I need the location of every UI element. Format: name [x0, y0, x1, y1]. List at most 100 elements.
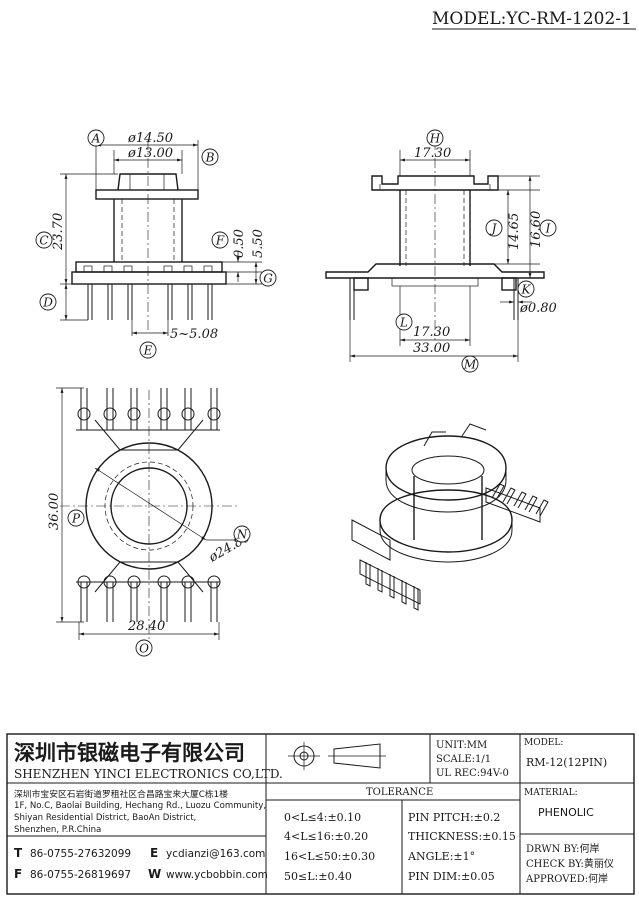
- iso-pin-front-0: [365, 562, 371, 587]
- bubble-k-label: K: [521, 283, 532, 297]
- bubble-h-label: H: [429, 132, 441, 146]
- iso-pin-back-1: [502, 487, 516, 505]
- bubble-p: [67, 509, 85, 527]
- pin-hole-top-2: [127, 407, 141, 421]
- bubble-b-label: B: [205, 151, 215, 165]
- tolerance-left-3: 50≤L:±0.40: [284, 870, 352, 883]
- dim-k-text: ø0.80: [519, 301, 557, 316]
- address-en-2: Shiyan Residential District, BaoAn Distr…: [14, 813, 196, 823]
- isometric-view: [351, 423, 549, 611]
- iso-pin-front-2: [389, 574, 395, 599]
- bubble-g: [259, 269, 277, 287]
- side-view: 17.30 14.65 16.60 ø0.80 17.30 33.00: [325, 140, 557, 362]
- dim-j-text: 14.65: [507, 213, 522, 250]
- iso-pin-back-3: [524, 495, 538, 513]
- tolerance-right-3: PIN DIM:±0.05: [408, 870, 495, 883]
- bubble-o: [135, 639, 153, 657]
- bubble-i: [539, 219, 557, 237]
- drawn-by: DRWN BY:何岸: [526, 842, 599, 855]
- company-name-cn: 深圳市银磁电子有限公司: [14, 740, 245, 765]
- dim-m-text: 33.00: [413, 341, 450, 356]
- tolerance-left-1: 4<L≤16:±0.20: [284, 830, 368, 843]
- dim-h-text: 17.30: [414, 146, 451, 161]
- pin-hole-top-4: [181, 407, 195, 421]
- bubble-j: [485, 219, 503, 237]
- iso-pin-front-1: [377, 568, 383, 593]
- front-view: ø14.50 ø13.00 23.70 0.50 5.50 5~5.08: [51, 131, 266, 342]
- bubble-p-label: P: [71, 512, 81, 526]
- title-block: 深圳市银磁电子有限公司 SHENZHEN YINCI ELECTRONICS C…: [6, 733, 635, 895]
- bubble-m-label: M: [463, 358, 477, 372]
- model-value: RM-12(12PIN): [526, 756, 607, 769]
- bubble-e: [139, 341, 157, 359]
- bubble-e-label: E: [143, 344, 153, 358]
- fax-label: F: [14, 867, 22, 881]
- bubble-g-label: G: [263, 272, 273, 286]
- bubble-a-label: A: [91, 132, 101, 146]
- pin-hole-top-5: [207, 407, 221, 421]
- tolerance-right-2: ANGLE:±1°: [407, 850, 475, 863]
- iso-pin-front-3: [401, 580, 407, 605]
- dim-p-text: 36.00: [47, 493, 62, 530]
- bubble-f: [211, 231, 229, 249]
- spec-unit: UNIT:MM: [436, 740, 487, 751]
- dim-f-text: 0.50: [232, 229, 247, 258]
- dim-o-text: 28.40: [127, 619, 165, 634]
- bubble-l-label: L: [399, 316, 408, 330]
- tolerance-right-1: THICKNESS:±0.15: [408, 830, 516, 843]
- bubble-h: [426, 129, 444, 147]
- bubble-c-label: C: [39, 234, 48, 248]
- pin-hole-top-3: [157, 407, 171, 421]
- checked-by: CHECK BY:黄丽仪: [526, 857, 614, 870]
- bubble-f-label: F: [215, 234, 225, 248]
- dim-e-text: 5~5.08: [170, 327, 218, 342]
- tolerance-left-2: 16<L≤50:±0.30: [284, 850, 375, 863]
- spec-scale: SCALE:1/1: [436, 754, 491, 765]
- address-en-1: 1F, No.C, Baolai Building, Hechang Rd., …: [14, 801, 266, 811]
- bubble-b: [201, 148, 219, 166]
- company-name-en: SHENZHEN YINCI ELECTRONICS CO,LTD.: [14, 767, 283, 781]
- iso-pin-front-4: [413, 586, 419, 611]
- bubble-j-label: J: [489, 222, 498, 236]
- bubble-o-label: O: [139, 642, 149, 656]
- iso-pin-back-4: [535, 499, 549, 517]
- bubble-m: [461, 355, 479, 373]
- dim-i-text: 16.60: [529, 211, 544, 248]
- bubble-n-label: N: [236, 528, 248, 542]
- projection-symbol-icon: [288, 742, 386, 770]
- bubble-a: [87, 129, 105, 147]
- tolerance-right-0: PIN PITCH:±0.2: [408, 811, 500, 824]
- bubble-c: [35, 231, 53, 249]
- bubble-n: [233, 525, 251, 543]
- bubble-d-label: D: [42, 296, 53, 310]
- iso-pin-back-0: [491, 483, 505, 501]
- tel-label: T: [14, 846, 23, 860]
- web-label: W: [148, 867, 161, 881]
- bubble-k: [517, 280, 535, 298]
- model-title: MODEL:YC-RM-1202-1: [432, 9, 632, 29]
- bubble-l: [395, 313, 413, 331]
- address-cn: 深圳市宝安区石岩街道罗租社区合昌路宝来大厦C栋1楼: [14, 788, 228, 800]
- tolerance-left-0: 0<L≤4:±0.10: [284, 811, 361, 824]
- iso-pin-back-2: [513, 491, 527, 509]
- pin-hole-top-0: [77, 407, 91, 421]
- pin-hole-top-1: [103, 407, 117, 421]
- dim-b-text: ø13.00: [127, 146, 173, 161]
- approved-by: APPROVED:何岸: [525, 872, 608, 885]
- email-label: E: [150, 846, 158, 860]
- material-label: MATERIAL:: [524, 788, 578, 798]
- dim-g-text: 5.50: [251, 229, 266, 258]
- model-label: MODEL:: [524, 738, 563, 748]
- bubble-i-label: I: [545, 222, 551, 236]
- dim-c-text: 23.70: [51, 213, 66, 251]
- dim-a-text: ø14.50: [127, 131, 173, 146]
- material-value: PHENOLIC: [538, 806, 594, 819]
- fax-value: 86-0755-26819697: [30, 869, 131, 881]
- dim-l-text: 17.30: [413, 325, 450, 340]
- address-en-3: Shenzhen, P.R.China: [14, 825, 101, 835]
- tolerance-title: TOLERANCE: [366, 787, 433, 798]
- web-value: www.ycbobbin.com: [166, 869, 268, 881]
- tel-value: 86-0755-27632099: [30, 848, 131, 860]
- email-value: ycdianzi@163.com: [166, 848, 265, 860]
